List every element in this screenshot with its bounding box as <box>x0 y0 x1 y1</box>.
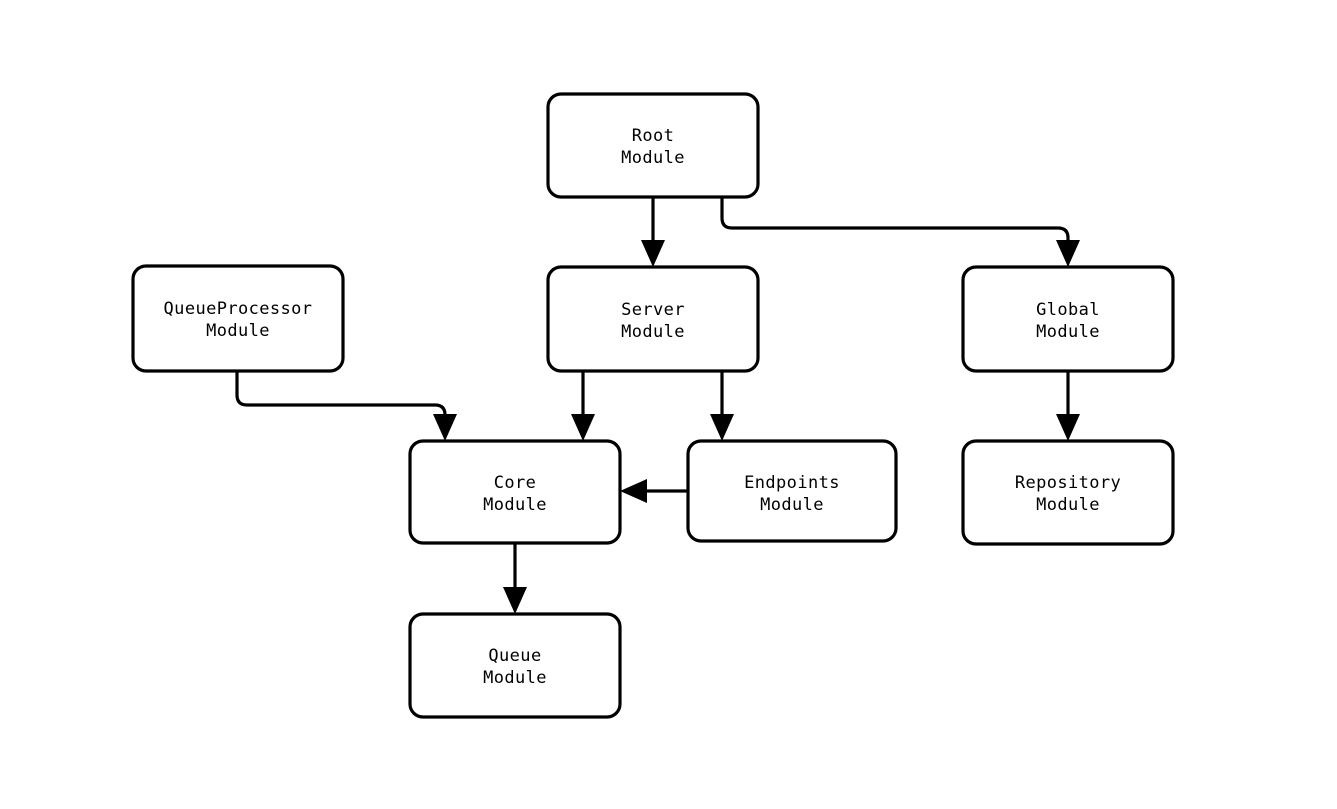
edge-root-to-global <box>720 197 1080 267</box>
node-label-line2: Module <box>621 322 685 342</box>
arrowhead-icon <box>503 587 527 614</box>
edge-line <box>720 197 1070 252</box>
arrowhead-icon <box>571 414 595 441</box>
node-label-line2: Module <box>1036 495 1100 515</box>
edges-layer <box>235 197 1080 614</box>
node-endpoints-module[interactable]: Endpoints Module <box>686 439 898 543</box>
node-shape[interactable] <box>546 92 760 199</box>
edge-line <box>235 371 447 426</box>
node-label-line1: Endpoints <box>744 473 840 493</box>
edge-root-to-server <box>641 197 665 267</box>
node-core-module[interactable]: Core Module <box>408 439 622 545</box>
node-queue-module[interactable]: Queue Module <box>408 612 622 719</box>
node-label-line2: Module <box>760 495 824 515</box>
node-shape[interactable] <box>961 265 1175 373</box>
arrowhead-icon <box>710 414 734 441</box>
node-label-line2: Module <box>1036 322 1100 342</box>
arrowhead-icon <box>620 479 647 503</box>
edge-global-to-repository <box>1056 371 1080 441</box>
arrowhead-icon <box>641 240 665 267</box>
edge-endpoints-to-core <box>620 479 688 503</box>
arrowhead-icon <box>1056 414 1080 441</box>
node-label-line1: Server <box>621 300 685 320</box>
edge-core-to-queue <box>503 543 527 614</box>
node-label-line1: Core <box>494 473 537 493</box>
node-shape[interactable] <box>686 439 898 543</box>
node-label-line1: Repository <box>1015 473 1121 493</box>
node-server-module[interactable]: Server Module <box>546 265 760 373</box>
node-repository-module[interactable]: Repository Module <box>961 439 1175 546</box>
node-shape[interactable] <box>546 265 760 373</box>
node-label-line2: Module <box>483 495 547 515</box>
node-label-line1: Global <box>1036 300 1100 320</box>
node-shape[interactable] <box>408 439 622 545</box>
node-global-module[interactable]: Global Module <box>961 265 1175 373</box>
node-shape[interactable] <box>408 612 622 719</box>
node-label-line1: Root <box>632 126 675 146</box>
node-label-line2: Module <box>483 668 547 688</box>
edge-queueprocessor-to-core <box>235 371 457 441</box>
node-shape[interactable] <box>131 264 345 373</box>
arrowhead-icon <box>1056 240 1080 267</box>
node-label-line1: Queue <box>488 646 541 666</box>
arrowhead-icon <box>433 414 457 441</box>
node-label-line2: Module <box>621 148 685 168</box>
node-label-line2: Module <box>206 321 270 341</box>
node-shape[interactable] <box>961 439 1175 546</box>
node-root-module[interactable]: Root Module <box>546 92 760 199</box>
node-queueprocessor-module[interactable]: QueueProcessor Module <box>131 264 345 373</box>
edge-server-to-core <box>571 371 595 441</box>
edge-server-to-endpoints <box>710 371 734 441</box>
nodes-layer: Root Module QueueProcessor Module Server… <box>131 92 1175 719</box>
node-label-line1: QueueProcessor <box>164 299 313 319</box>
